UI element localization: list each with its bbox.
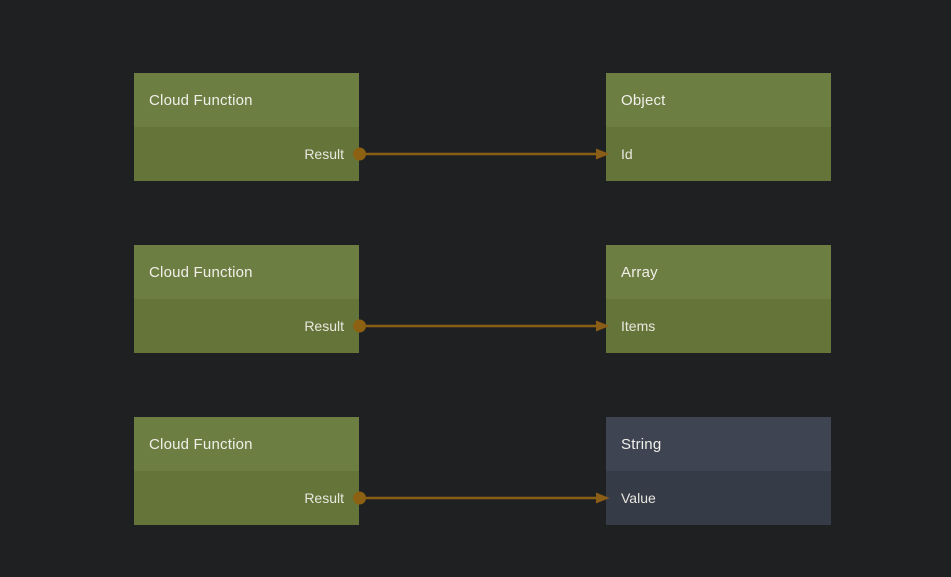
connection-wire-1[interactable] — [353, 147, 610, 161]
node-array-1[interactable]: Array Items — [606, 245, 831, 353]
node-header: Cloud Function — [134, 73, 359, 127]
port-label: Items — [621, 318, 656, 334]
port-result[interactable]: Result — [134, 490, 359, 506]
node-body: Result — [134, 471, 359, 525]
port-result[interactable]: Result — [134, 146, 359, 162]
node-body: Result — [134, 299, 359, 353]
node-cloud-function-3[interactable]: Cloud Function Result — [134, 417, 359, 525]
port-result[interactable]: Result — [134, 318, 359, 334]
node-header: Cloud Function — [134, 245, 359, 299]
node-title: Cloud Function — [149, 435, 253, 453]
node-cloud-function-1[interactable]: Cloud Function Result — [134, 73, 359, 181]
node-title: Array — [621, 263, 658, 281]
node-cloud-function-2[interactable]: Cloud Function Result — [134, 245, 359, 353]
node-title: Object — [621, 91, 666, 109]
port-label: Result — [304, 318, 344, 334]
node-body: Value — [606, 471, 831, 525]
port-id[interactable]: Id — [606, 146, 831, 162]
node-header: Array — [606, 245, 831, 299]
node-title: Cloud Function — [149, 263, 253, 281]
node-header: Object — [606, 73, 831, 127]
node-object-1[interactable]: Object Id — [606, 73, 831, 181]
port-label: Id — [621, 146, 633, 162]
port-value[interactable]: Value — [606, 490, 831, 506]
connection-wire-2[interactable] — [353, 319, 610, 333]
node-title: String — [621, 435, 662, 453]
node-string-1[interactable]: String Value — [606, 417, 831, 525]
node-header: Cloud Function — [134, 417, 359, 471]
node-header: String — [606, 417, 831, 471]
node-title: Cloud Function — [149, 91, 253, 109]
node-body: Items — [606, 299, 831, 353]
node-body: Id — [606, 127, 831, 181]
node-body: Result — [134, 127, 359, 181]
port-label: Result — [304, 146, 344, 162]
port-label: Value — [621, 490, 656, 506]
port-items[interactable]: Items — [606, 318, 831, 334]
port-label: Result — [304, 490, 344, 506]
connection-wire-3[interactable] — [353, 491, 610, 505]
